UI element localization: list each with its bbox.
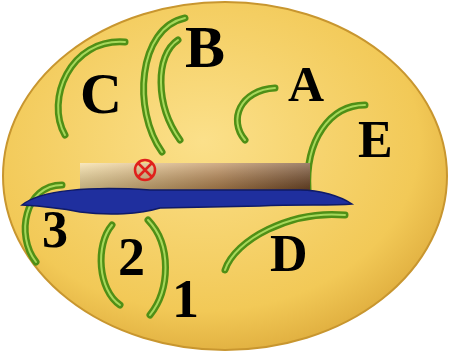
callout-label: A	[288, 59, 324, 109]
blocked-symbol	[135, 160, 155, 180]
arc	[148, 220, 166, 315]
arc	[58, 42, 125, 135]
trna-arcs	[25, 18, 365, 315]
arc	[161, 40, 180, 140]
callout-label: C	[80, 65, 122, 123]
cell-body	[3, 2, 447, 350]
callout-label: D	[270, 228, 308, 280]
mrna-strand	[22, 189, 352, 215]
callout-label: 2	[118, 230, 145, 284]
arc	[144, 18, 185, 152]
arc-highlights	[25, 18, 365, 315]
callout-label: 3	[42, 204, 68, 256]
callout-label: E	[358, 114, 393, 166]
arc	[101, 225, 120, 305]
arc	[308, 105, 365, 190]
callout-label: 1	[172, 272, 199, 326]
callout-label: B	[185, 17, 225, 77]
arc	[237, 88, 275, 140]
